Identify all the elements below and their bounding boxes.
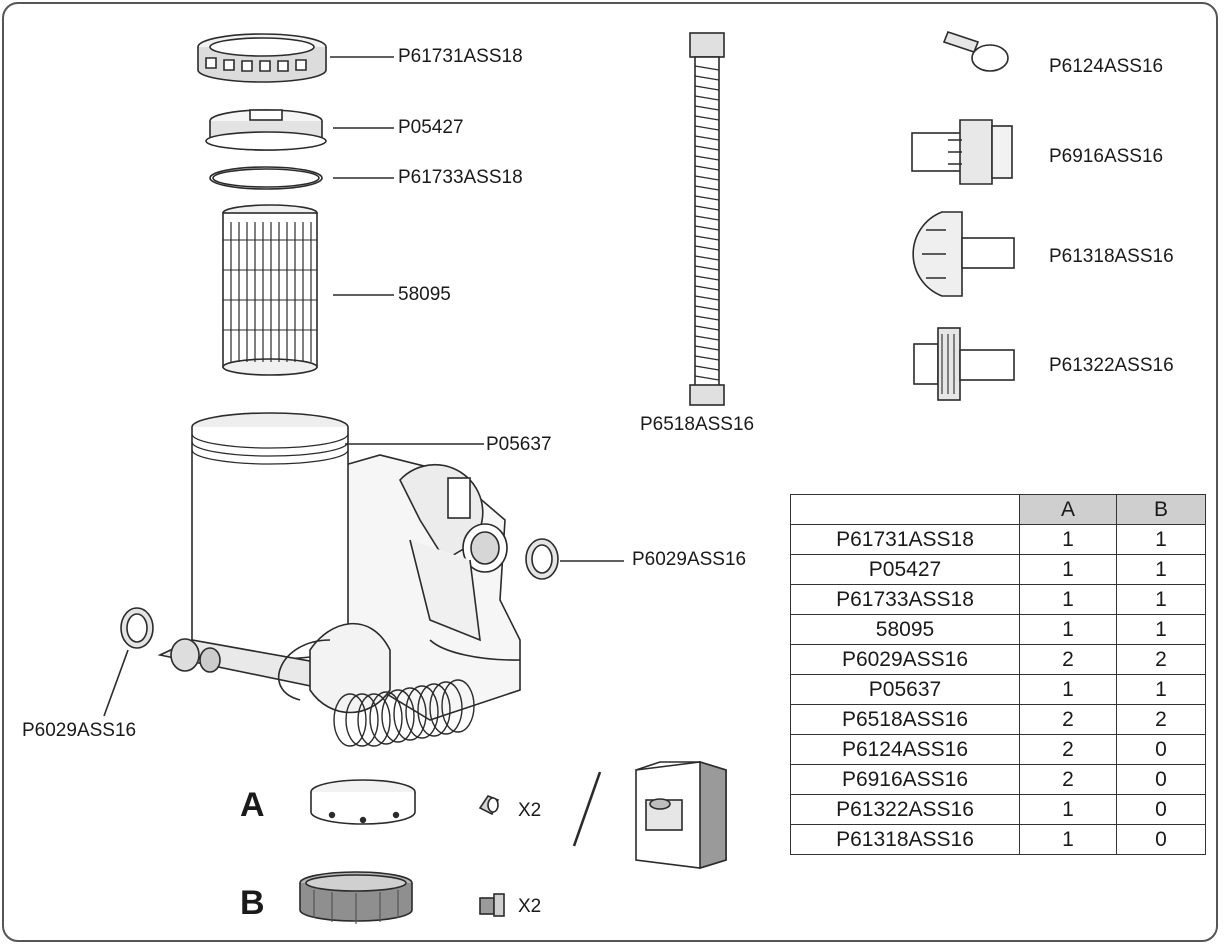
cell-b: 1 xyxy=(1116,614,1206,645)
cell-a: 1 xyxy=(1019,524,1117,555)
variant-b-fitting-drawing xyxy=(479,893,505,917)
cell-b: 0 xyxy=(1116,824,1206,855)
cell-part: P61318ASS16 xyxy=(790,824,1020,855)
cell-b: 2 xyxy=(1116,644,1206,675)
cell-b: 1 xyxy=(1116,554,1206,585)
cell-part: P6518ASS16 xyxy=(790,704,1020,735)
label-adapter-a: P6916ASS16 xyxy=(1049,146,1164,167)
header-b: B xyxy=(1116,494,1206,525)
cell-a: 2 xyxy=(1019,704,1117,735)
cell-part: P05427 xyxy=(790,554,1020,585)
cell-part: P61731ASS18 xyxy=(790,524,1020,555)
header-a: A xyxy=(1019,494,1117,525)
strainer-left-drawing xyxy=(120,607,154,649)
cartridge-drawing xyxy=(222,204,318,376)
variant-a-fitting-drawing xyxy=(478,795,500,816)
cell-part: P61322ASS16 xyxy=(790,794,1020,825)
cell-a: 1 xyxy=(1019,584,1117,615)
divider-slash xyxy=(572,771,602,847)
table-header-row: A B xyxy=(790,494,1206,525)
label-strainer-left: P6029ASS16 xyxy=(22,720,137,741)
cell-a: 1 xyxy=(1019,794,1117,825)
hose-drawing xyxy=(689,32,725,406)
label-cartridge: 58095 xyxy=(398,284,451,305)
ring-nut-drawing xyxy=(197,33,327,83)
cell-b: 1 xyxy=(1116,584,1206,615)
strainer-right-drawing xyxy=(525,538,559,580)
cell-a: 2 xyxy=(1019,764,1117,795)
label-o-ring: P61733ASS18 xyxy=(398,167,523,188)
cell-b: 2 xyxy=(1116,704,1206,735)
lid-drawing xyxy=(205,109,327,151)
cell-a: 1 xyxy=(1019,554,1117,585)
cell-part: P6124ASS16 xyxy=(790,734,1020,765)
cell-b: 0 xyxy=(1116,764,1206,795)
o-ring-drawing xyxy=(209,166,323,190)
label-plunger-2: P61322ASS16 xyxy=(1049,355,1174,376)
cell-part: P61733ASS18 xyxy=(790,584,1020,615)
cell-a: 1 xyxy=(1019,824,1117,855)
label-lid: P05427 xyxy=(398,117,464,138)
cell-b: 0 xyxy=(1116,734,1206,765)
pump-box-drawing xyxy=(635,760,727,870)
cell-a: 1 xyxy=(1019,614,1117,645)
plunger-2-drawing xyxy=(913,327,1015,401)
label-housing: P05637 xyxy=(486,434,552,455)
variant-a-ring-drawing xyxy=(310,779,416,825)
cell-b: 0 xyxy=(1116,794,1206,825)
cell-a: 2 xyxy=(1019,644,1117,675)
cell-a: 1 xyxy=(1019,674,1117,705)
label-clamp: P6124ASS16 xyxy=(1049,56,1164,77)
variant-a-count: X2 xyxy=(518,800,542,821)
variant-b-letter: B xyxy=(240,884,265,922)
cell-part: P6916ASS16 xyxy=(790,764,1020,795)
label-plunger-1: P61318ASS16 xyxy=(1049,246,1174,267)
variant-b-pool-drawing xyxy=(299,871,413,924)
cell-a: 2 xyxy=(1019,734,1117,765)
cell-b: 1 xyxy=(1116,524,1206,555)
plunger-1-drawing xyxy=(912,211,1015,297)
header-part xyxy=(790,494,1020,525)
variant-b-count: X2 xyxy=(518,896,542,917)
clamp-drawing xyxy=(942,31,1009,72)
cell-b: 1 xyxy=(1116,674,1206,705)
label-hose: P6518ASS16 xyxy=(640,414,755,435)
adapter-a-drawing xyxy=(911,119,1013,185)
cell-part: P05637 xyxy=(790,674,1020,705)
variant-a-letter: A xyxy=(240,786,265,824)
label-ring-nut: P61731ASS18 xyxy=(398,46,523,67)
pump-body-drawing xyxy=(157,412,521,747)
label-strainer-right: P6029ASS16 xyxy=(632,549,747,570)
leader-strainer-left xyxy=(103,649,129,717)
cell-part: P6029ASS16 xyxy=(790,644,1020,675)
cell-part: 58095 xyxy=(790,614,1020,645)
